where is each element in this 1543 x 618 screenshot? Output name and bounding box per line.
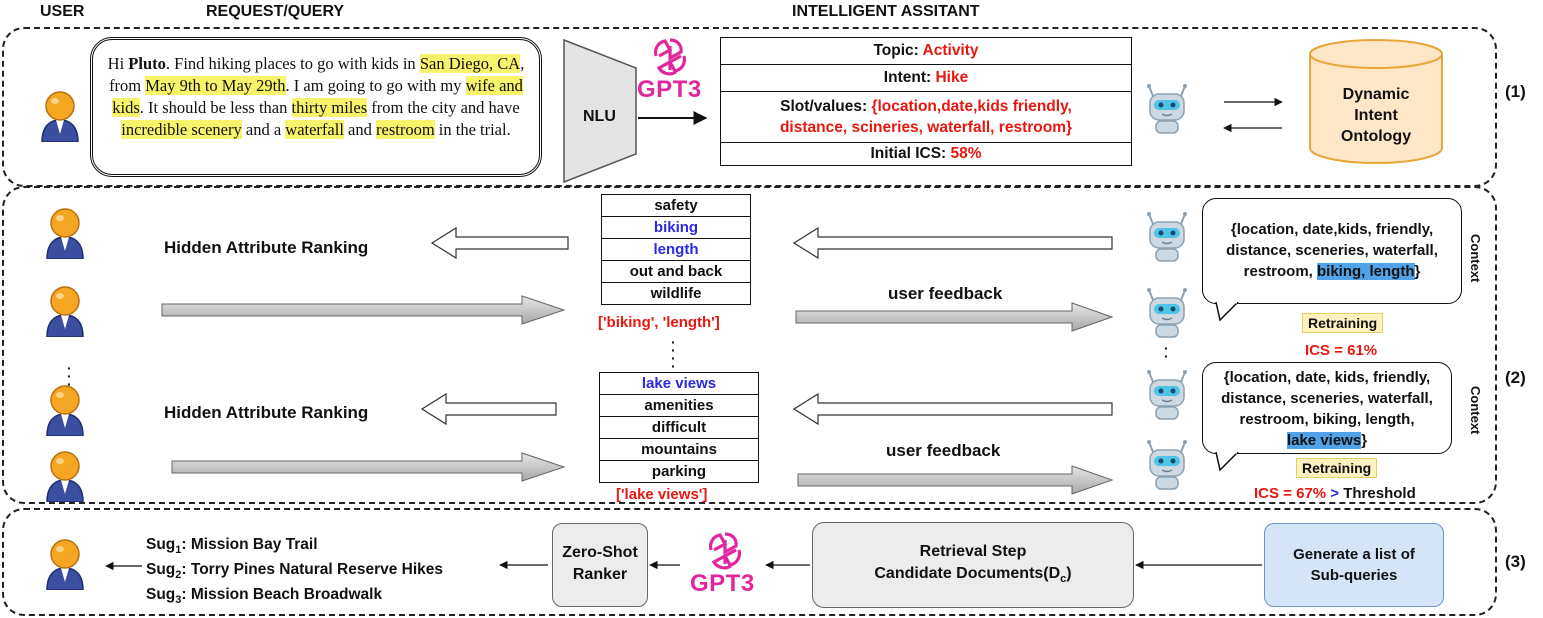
robot-icon xyxy=(1145,84,1189,134)
ics-value-round-2: ICS = 67% > Threshold xyxy=(1254,485,1416,502)
intent-row: Intent: Hike xyxy=(721,65,1131,92)
attribute-item: parking xyxy=(651,463,707,480)
attribute-item: difficult xyxy=(600,417,758,439)
user-header: USER xyxy=(40,3,85,20)
suggestion-item: Sug2: Torry Pines Natural Reserve Hikes xyxy=(146,561,444,582)
panel-label-1: (1) xyxy=(1505,82,1526,101)
robot-icon xyxy=(1145,440,1189,490)
suggestion-item: Sug3: Mission Beach Broadwalk xyxy=(146,586,383,607)
attribute-item: safety xyxy=(602,195,750,217)
ellipsis-dots: ···· xyxy=(671,334,676,374)
ellipsis-dots: ·· xyxy=(1164,340,1169,364)
attribute-list-round-1: safety biking length out and back wildli… xyxy=(601,194,751,305)
suggestion-item: Sug1: Mission Bay Trail xyxy=(146,536,318,557)
context-bubble-round-2: {location, date, kids, friendly,distance… xyxy=(1202,362,1452,454)
suggestion-list: Sug1: Mission Bay Trail Sug2: Torry Pine… xyxy=(146,535,443,610)
robot-icon xyxy=(1145,212,1189,262)
initial-ics-row: Initial ICS: 58% xyxy=(870,145,982,162)
bubble-tail xyxy=(1215,302,1239,322)
request-header: REQUEST/QUERY xyxy=(206,3,345,20)
panel-label-2: (2) xyxy=(1505,368,1526,387)
panel-stage-2 xyxy=(2,186,1497,504)
gpt3-label: GPT3 xyxy=(690,570,755,597)
bubble-tail xyxy=(1215,452,1239,472)
panel-stage-3 xyxy=(2,508,1497,616)
ellipsis-dots: ··· xyxy=(67,360,72,392)
hidden-attribute-ranking-label: Hidden Attribute Ranking xyxy=(164,403,369,422)
panel-label-3: (3) xyxy=(1505,552,1526,571)
nlu-block xyxy=(563,38,637,184)
attribute-item: amenities xyxy=(600,395,758,417)
retraining-badge: Retraining xyxy=(1302,313,1384,333)
ontology-cylinder xyxy=(1309,39,1443,164)
retraining-badge: Retraining xyxy=(1296,458,1378,478)
selected-attributes-round-2: ['lake views'] xyxy=(616,486,708,503)
selected-attributes-round-1: ['biking', 'length'] xyxy=(598,314,720,331)
topic-row: Topic: Activity xyxy=(721,38,1131,65)
attribute-item: length xyxy=(602,239,750,261)
user-feedback-label: user feedback xyxy=(886,441,1001,460)
context-label: Context xyxy=(1468,234,1483,283)
ics-value-round-1: ICS = 61% xyxy=(1305,342,1378,359)
attribute-item: mountains xyxy=(600,439,758,461)
attribute-item: out and back xyxy=(602,261,750,283)
robot-icon xyxy=(1145,370,1189,420)
attribute-item: lake views xyxy=(600,373,758,395)
context-bubble-round-1: {location, date,kids, friendly,distance,… xyxy=(1202,198,1462,304)
slots-row: Slot/values: {location,date,kids friendl… xyxy=(721,92,1131,143)
attribute-item: biking xyxy=(602,217,750,239)
user-query-box: Hi Pluto. Find hiking places to go with … xyxy=(90,37,542,177)
context-label: Context xyxy=(1468,386,1483,435)
intent-table: Topic: Activity Intent: Hike Slot/values… xyxy=(720,37,1132,166)
attribute-item: wildlife xyxy=(650,285,702,302)
gpt-logo-icon xyxy=(705,530,745,570)
gpt3-label: GPT3 xyxy=(637,76,702,103)
hidden-attribute-ranking-label: Hidden Attribute Ranking xyxy=(164,238,369,257)
assistant-header: INTELLIGENT ASSITANT xyxy=(792,3,980,20)
nlu-label: NLU xyxy=(583,108,616,125)
attribute-list-round-2: lake views amenities difficult mountains… xyxy=(599,372,759,483)
robot-icon xyxy=(1145,288,1189,338)
user-feedback-label: user feedback xyxy=(888,284,1003,303)
